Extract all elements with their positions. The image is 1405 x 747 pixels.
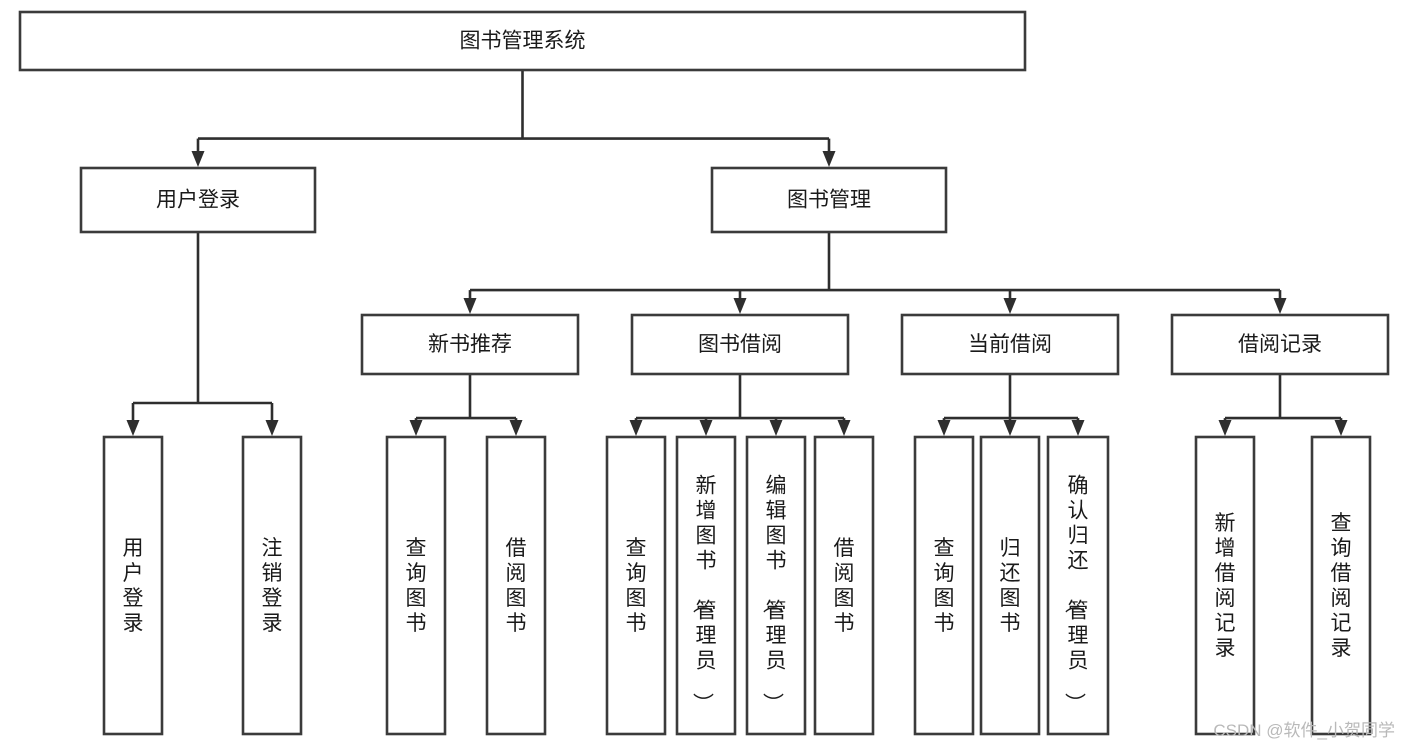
arrow-head-icon [1003,420,1017,436]
node-label: 编辑图书（管理员） [761,475,787,714]
node-box [1170,313,1390,376]
node-label: 借阅图书 [506,537,527,635]
node-label: 查询借阅记录 [1331,512,1352,660]
connector-group-current-borrow [937,374,1085,436]
node-box [1194,435,1256,736]
node-leaf-query-borrow-record[interactable]: 查询借阅记录 [1310,435,1372,736]
node-box [485,435,547,736]
node-box [813,435,875,736]
node-box [605,435,667,736]
node-label: 图书管理 [787,189,871,212]
node-box [385,435,447,736]
arrow-head-icon [769,420,783,436]
node-borrow-records[interactable]: 借阅记录 [1170,313,1390,376]
node-leaf-query-book-recommend[interactable]: 查询图书 [385,435,447,736]
connector-group-borrow-records [1218,374,1348,436]
node-label: 用户登录 [123,537,144,635]
node-label: 借阅图书 [834,537,855,635]
arrow-head-icon [1218,420,1232,436]
node-label: 当前借阅 [968,333,1052,356]
arrow-head-icon [837,420,851,436]
node-leaf-edit-book-admin[interactable]: 编辑图书（管理员） [745,435,807,736]
node-label: 新增图书（管理员） [691,475,717,714]
node-label: 注销登录 [262,537,283,635]
arrow-head-icon [1071,420,1085,436]
node-leaf-add-borrow-record[interactable]: 新增借阅记录 [1194,435,1256,736]
node-label: 新书推荐 [428,333,512,356]
node-leaf-confirm-return-admin[interactable]: 确认归还（管理员） [1046,435,1110,736]
connector-group-new-book-recommend [409,374,523,436]
node-leaf-user-login[interactable]: 用户登录 [102,435,164,736]
node-new-book-recommend[interactable]: 新书推荐 [360,313,580,376]
connector-layer [126,70,1348,436]
node-box [18,10,1027,72]
connector-group-book-management [463,232,1287,314]
connector-group-root [191,70,836,167]
arrow-head-icon [509,420,523,436]
arrow-head-icon [1334,420,1348,436]
node-box [630,313,850,376]
node-leaf-query-book-current[interactable]: 查询图书 [913,435,975,736]
arrow-head-icon [409,420,423,436]
node-leaf-add-book-admin[interactable]: 新增图书（管理员） [675,435,737,736]
node-label: 确认归还（管理员） [1063,475,1089,714]
node-box [79,166,317,234]
node-book-borrow[interactable]: 图书借阅 [630,313,850,376]
node-label: 查询图书 [626,537,647,635]
arrow-head-icon [699,420,713,436]
node-box [710,166,948,234]
node-label: 新增借阅记录 [1215,512,1236,660]
node-leaf-borrow-book-recommend[interactable]: 借阅图书 [485,435,547,736]
arrow-head-icon [1273,298,1287,314]
node-box [360,313,580,376]
arrow-head-icon [629,420,643,436]
arrow-head-icon [463,298,477,314]
node-user-login[interactable]: 用户登录 [79,166,317,234]
node-leaf-return-book[interactable]: 归还图书 [979,435,1041,736]
arrow-head-icon [937,420,951,436]
node-label: 查询图书 [934,537,955,635]
node-box [1046,435,1110,736]
node-box [900,313,1120,376]
node-leaf-logout-login[interactable]: 注销登录 [241,435,303,736]
node-label: 图书借阅 [698,333,782,356]
node-box [745,435,807,736]
node-leaf-query-book-borrow[interactable]: 查询图书 [605,435,667,736]
arrow-head-icon [1003,298,1017,314]
node-root[interactable]: 图书管理系统 [18,10,1027,72]
arrow-head-icon [822,151,836,167]
node-box [241,435,303,736]
node-leaf-borrow-book[interactable]: 借阅图书 [813,435,875,736]
arrow-head-icon [733,298,747,314]
node-label: 归还图书 [1000,537,1021,635]
node-label: 用户登录 [156,189,240,212]
node-box [102,435,164,736]
node-box [979,435,1041,736]
node-book-management[interactable]: 图书管理 [710,166,948,234]
node-box [675,435,737,736]
node-box [913,435,975,736]
node-label: 借阅记录 [1238,333,1322,356]
node-current-borrow[interactable]: 当前借阅 [900,313,1120,376]
connector-group-user-login [126,232,279,436]
node-label: 查询图书 [406,537,427,635]
arrow-head-icon [126,420,140,436]
node-box [1310,435,1372,736]
node-layer: 图书管理系统用户登录图书管理新书推荐图书借阅当前借阅借阅记录用户登录注销登录查询… [18,10,1390,736]
arrow-head-icon [265,420,279,436]
csdn-watermark: CSDN @软件_小贺同学 [1213,721,1395,740]
arrow-head-icon [191,151,205,167]
node-label: 图书管理系统 [460,30,586,53]
connector-group-book-borrow [629,374,851,436]
